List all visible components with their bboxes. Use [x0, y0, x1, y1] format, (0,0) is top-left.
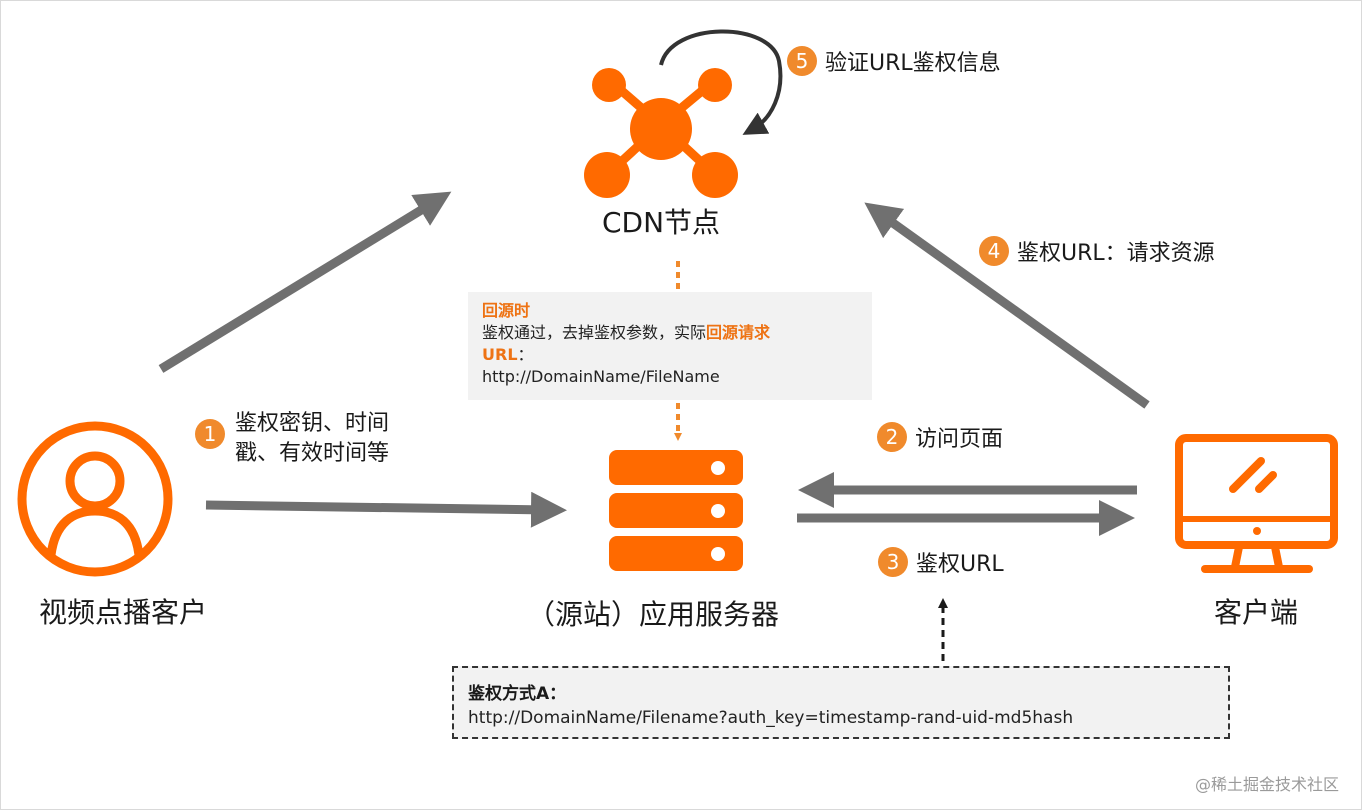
step-3-number: 3 — [878, 547, 908, 577]
arrow-customer-to-server — [205, 491, 567, 528]
step-4: 4 鉴权URL：请求资源 — [979, 235, 1215, 267]
cdn-node-icon — [584, 68, 738, 198]
auth-method-url: http://DomainName/Filename?auth_key=time… — [468, 708, 1074, 728]
auth-method-title: 鉴权方式A： — [468, 684, 567, 704]
step-1-line1: 鉴权密钥、时间 — [235, 411, 390, 436]
step-4-text: 鉴权URL：请求资源 — [1017, 241, 1215, 266]
cdn-node-label: CDN节点 — [602, 206, 721, 239]
origin-note-line2-text: ： — [517, 345, 534, 364]
vod-customer-label: 视频点播客户 — [39, 596, 208, 629]
arrow-client-to-cdn — [864, 202, 1150, 409]
watermark: @稀土掘金技术社区 — [1194, 775, 1339, 794]
origin-note-line1: 鉴权通过，去掉鉴权参数，实际回源请求 — [482, 322, 858, 344]
origin-note-url: http://DomainName/FileName — [482, 367, 720, 386]
step-2-number: 2 — [877, 422, 907, 452]
origin-note-line1-text: 鉴权通过，去掉鉴权参数，实际 — [482, 323, 707, 342]
origin-note-line2-highlight: URL — [482, 345, 518, 364]
step-2: 2 访问页面 — [877, 421, 1003, 453]
cdn-verify-loop-arrow — [659, 29, 783, 135]
server-icon — [609, 450, 743, 571]
step-5-number: 5 — [787, 46, 817, 76]
step-5-text: 验证URL鉴权信息 — [825, 51, 1001, 76]
origin-fetch-note: 回源时 鉴权通过，去掉鉴权参数，实际回源请求 URL： http://Domai… — [468, 292, 872, 400]
arrow-customer-to-cdn — [158, 191, 452, 373]
step-2-text: 访问页面 — [915, 427, 1004, 452]
origin-note-line1-highlight: 回源请求 — [706, 323, 771, 342]
step-3-text: 鉴权URL — [916, 552, 1004, 577]
user-icon — [17, 421, 173, 577]
monitor-icon — [1175, 434, 1338, 573]
client-label: 客户端 — [1214, 596, 1299, 629]
origin-server-label: （源站）应用服务器 — [527, 598, 780, 631]
step-3: 3 鉴权URL — [878, 546, 1004, 578]
step-4-number: 4 — [979, 236, 1009, 266]
step-1-number: 1 — [195, 419, 225, 449]
origin-note-line2: URL： — [482, 344, 858, 366]
origin-note-title: 回源时 — [482, 301, 531, 320]
step-5: 5 验证URL鉴权信息 — [787, 45, 1001, 77]
auth-method-note: 鉴权方式A： http://DomainName/Filename?auth_k… — [452, 666, 1230, 739]
step-1-line2: 戳、有效时间等 — [235, 441, 390, 466]
